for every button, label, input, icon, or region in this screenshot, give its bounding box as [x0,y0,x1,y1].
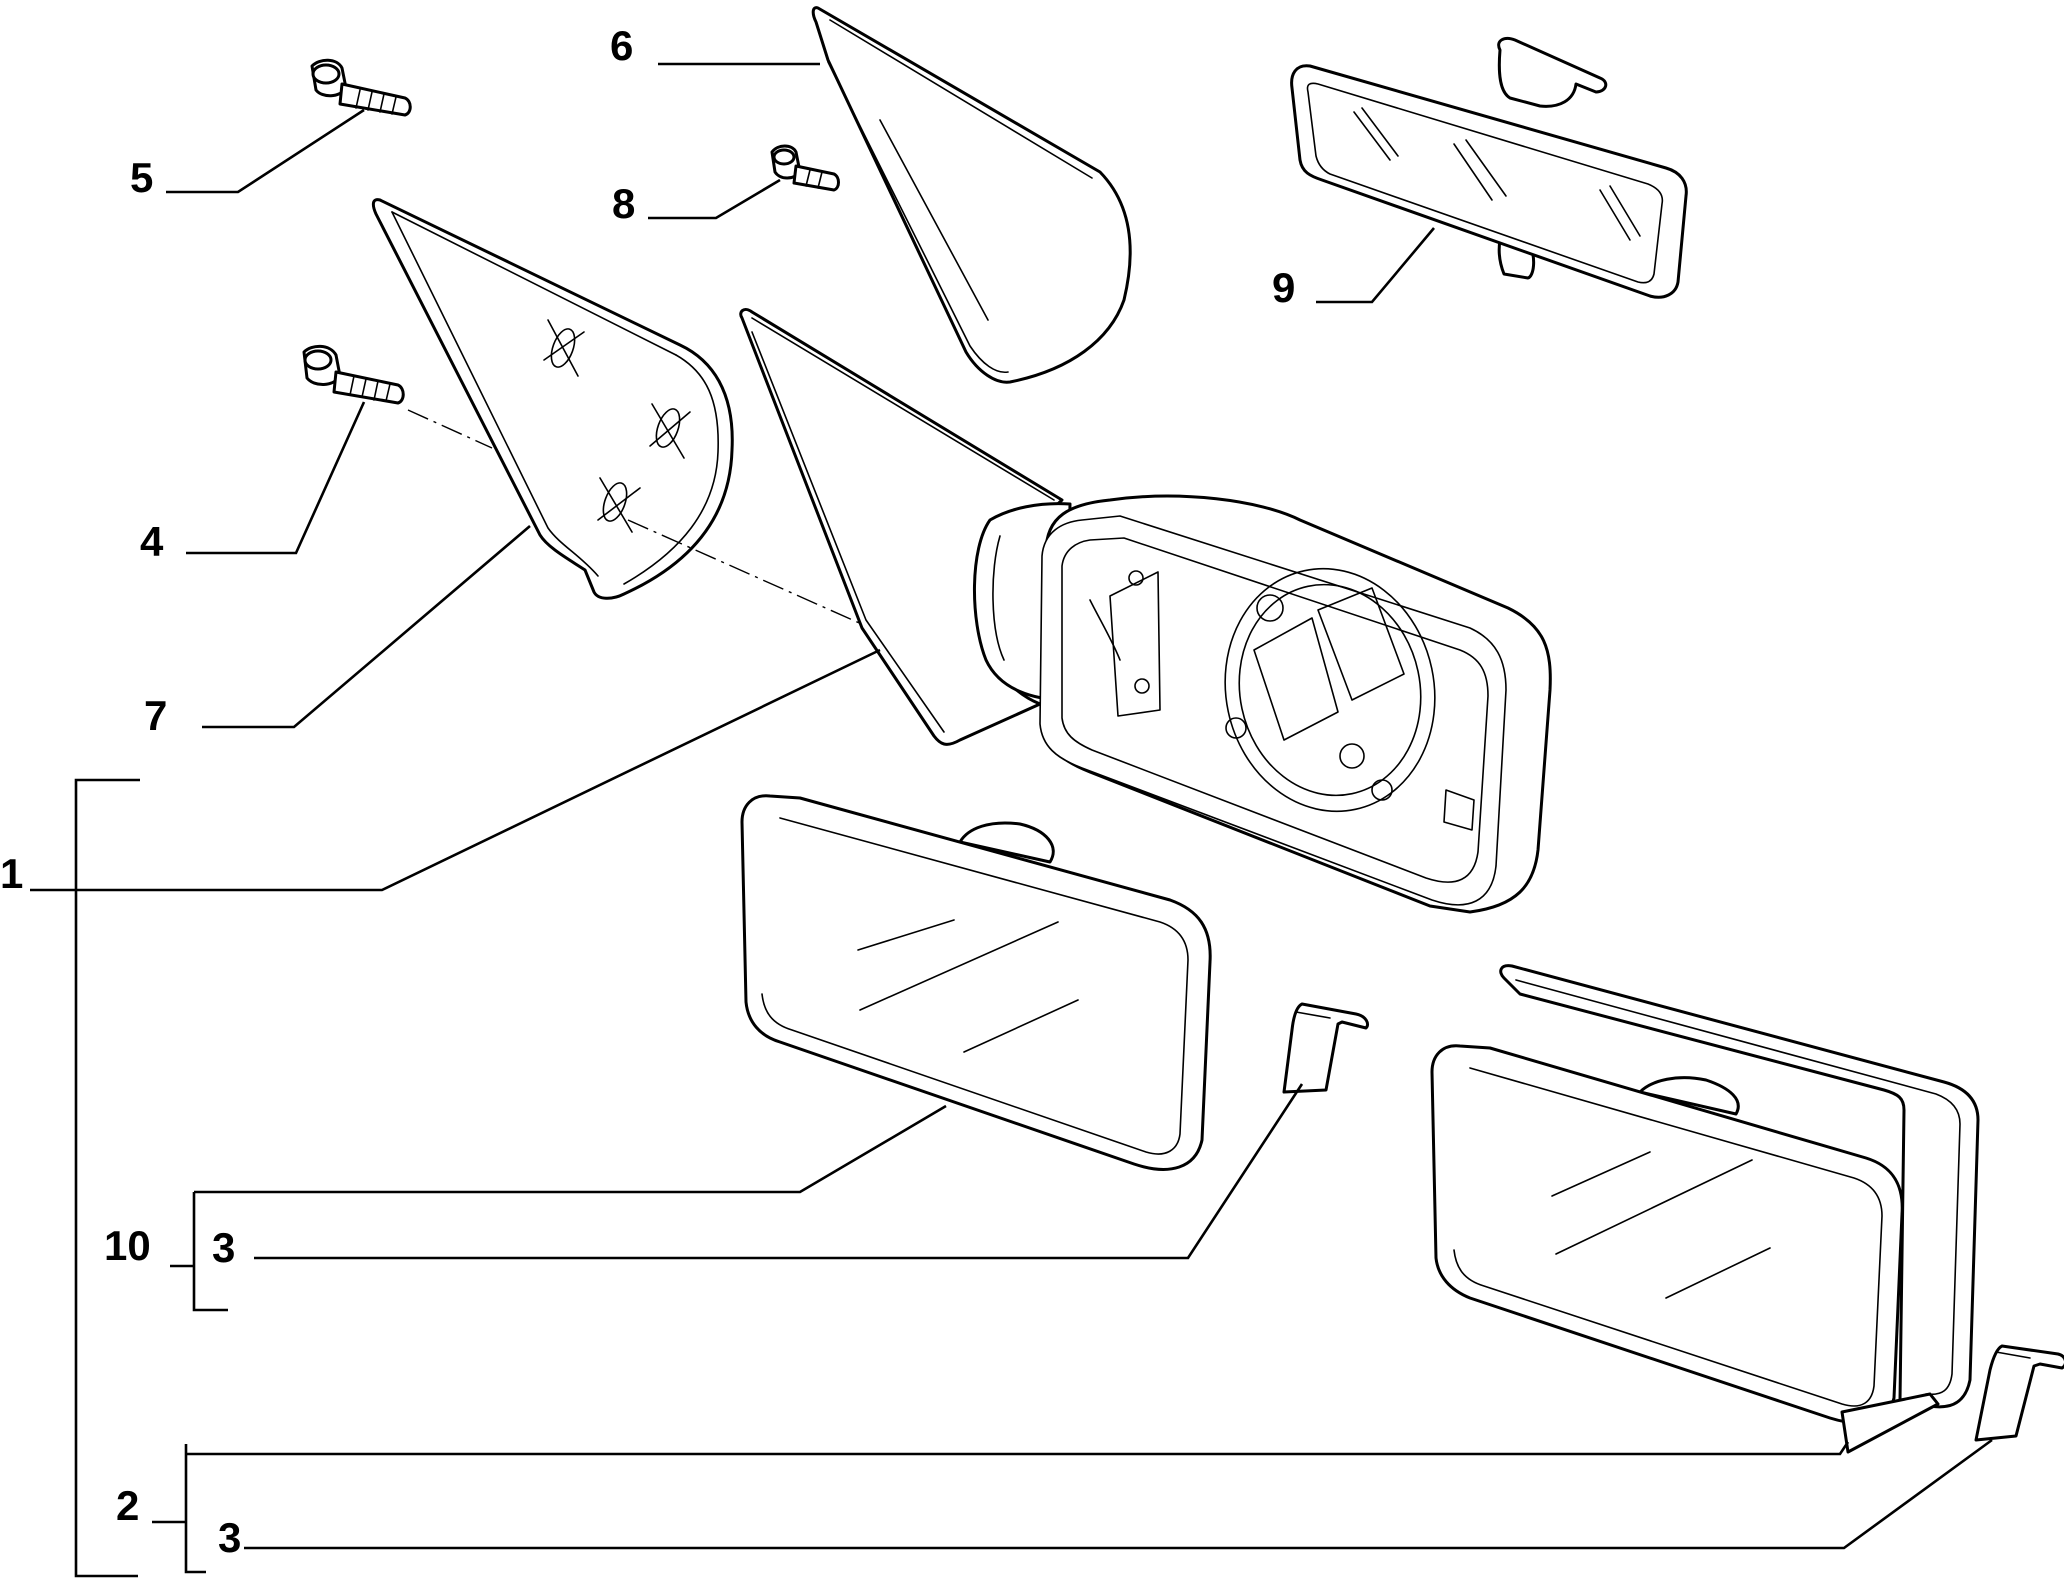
mirror-assembly-part-2 [1430,964,1980,1454]
mirror-glass-part-10 [740,794,1212,1171]
callout-8: 8 [612,180,635,227]
callout-1: 1 [0,850,23,897]
screw-part-8 [770,144,840,192]
callout-9: 9 [1272,264,1295,311]
leader-lines [30,62,1993,1578]
mounting-plate-part-7 [371,198,734,600]
screw-part-5 [310,58,412,117]
callout-3-lower: 3 [218,1514,241,1561]
clip-part-3-right [1974,1344,2064,1442]
callout-5: 5 [130,154,153,201]
callout-10: 10 [104,1222,151,1269]
assembly-axis-lower [627,519,885,635]
callout-7: 7 [144,692,167,739]
clip-part-3-left [1282,1002,1370,1094]
callout-2: 2 [116,1482,139,1529]
screw-part-4 [302,344,405,405]
callout-6: 6 [610,22,633,69]
callout-3-upper: 3 [212,1224,235,1271]
assembly-axis-upper [407,409,493,449]
exterior-mirror-assembly-part-1 [739,308,1552,914]
triangular-cover-part-6 [811,6,1132,384]
interior-mirror-part-9 [1290,36,1688,299]
callout-4: 4 [140,518,164,565]
